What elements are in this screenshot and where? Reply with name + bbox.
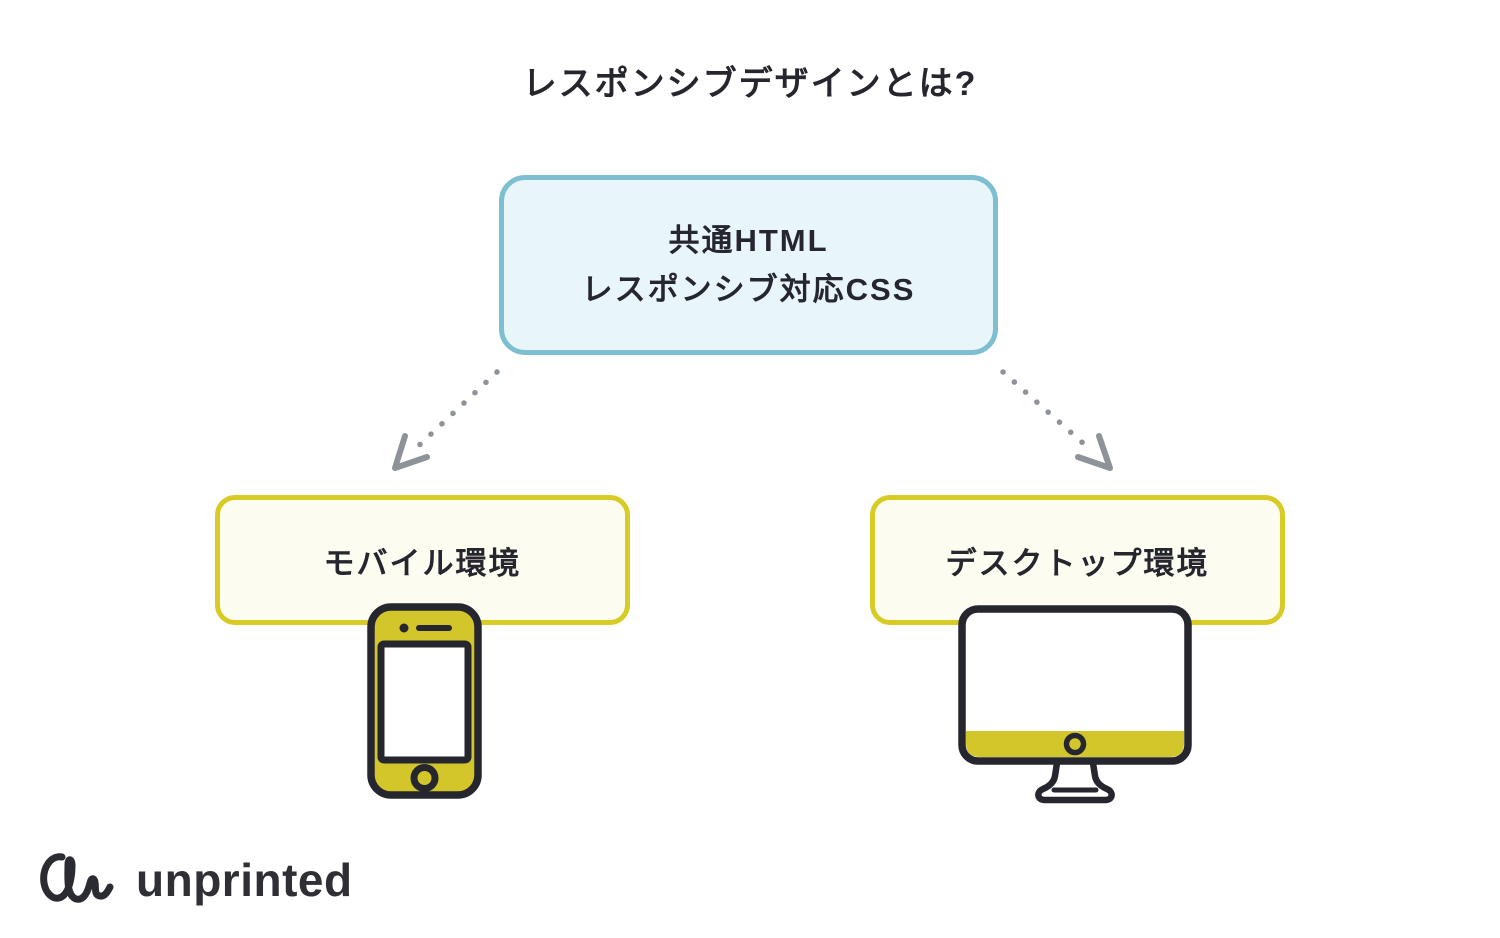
mobile-environment-label: モバイル環境 xyxy=(323,545,522,581)
desktop-environment-label: デスクトップ環境 xyxy=(945,545,1210,581)
unprinted-squiggle-icon xyxy=(40,853,114,903)
arrow-to-mobile-icon xyxy=(392,369,500,471)
page-title: レスポンシブデザインとは? xyxy=(522,65,978,103)
brand-wordmark: unprinted xyxy=(136,854,353,906)
smartphone-icon xyxy=(367,603,482,799)
source-box-line2: レスポンシブ対応CSS xyxy=(581,272,916,307)
desktop-monitor-icon xyxy=(958,605,1192,804)
source-box-line1: 共通HTML xyxy=(668,222,829,258)
arrow-to-desktop-icon xyxy=(1000,369,1113,471)
brand-footer: unprinted xyxy=(38,845,353,909)
source-box: 共通HTML レスポンシブ対応CSS xyxy=(499,175,998,355)
